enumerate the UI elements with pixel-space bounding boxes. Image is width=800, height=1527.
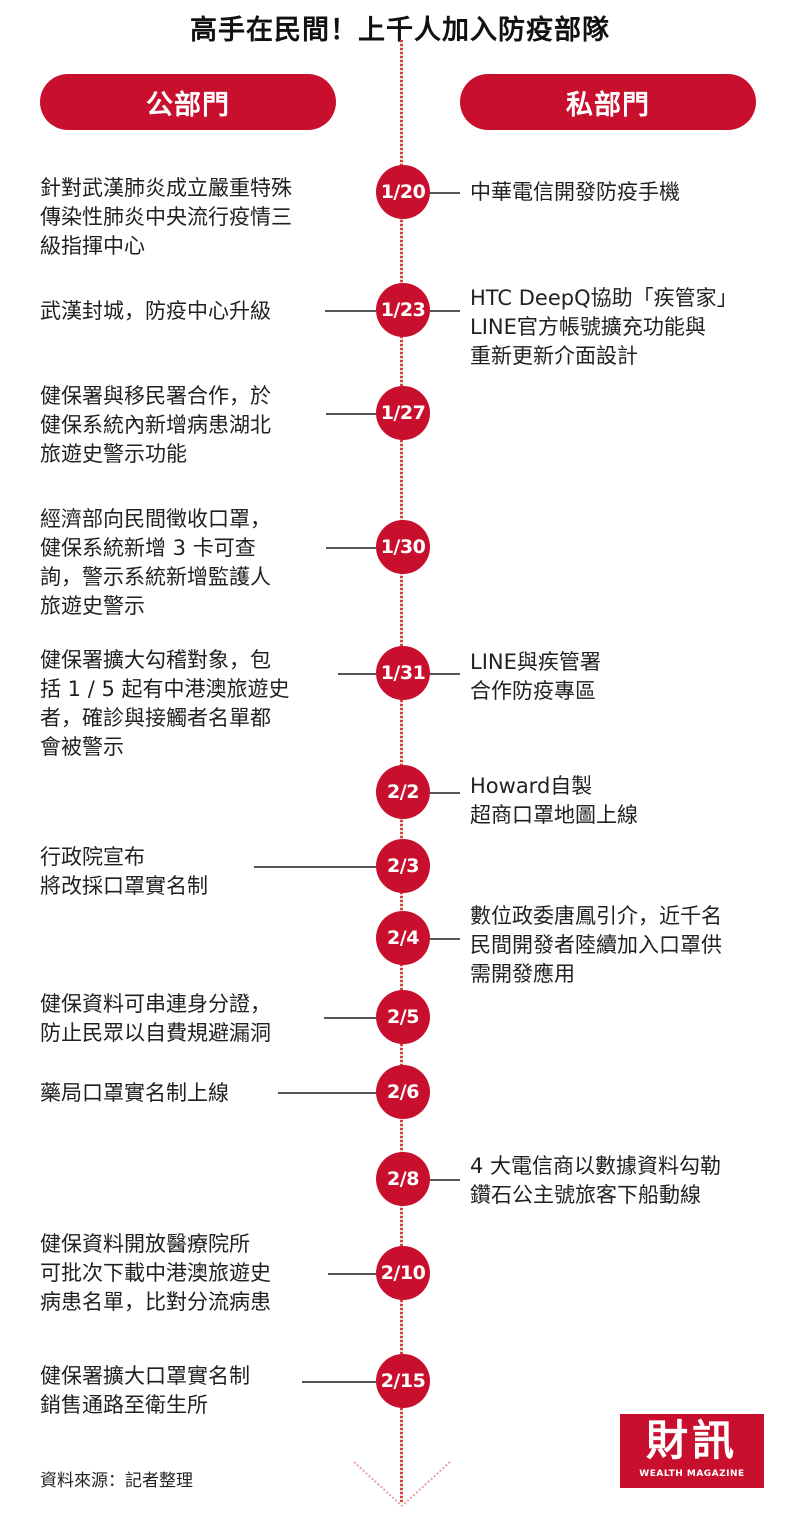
timeline-arrow-icon [353, 1461, 451, 1507]
date-node-2-6: 2/6 [376, 1065, 430, 1119]
logo-main-text: 財訊 [645, 1416, 738, 1465]
connector-left-1-31 [338, 673, 376, 675]
public-event-2-3: 行政院宣布 將改採口罩實名制 [40, 845, 208, 898]
connector-left-1-23 [325, 310, 376, 312]
private-event-1-31: LINE與疾管署 合作防疫專區 [470, 650, 601, 703]
date-node-2-3: 2/3 [376, 839, 430, 893]
public-event-1-20: 針對武漢肺炎成立嚴重特殊 傳染性肺炎中央流行疫情三 級指揮中心 [40, 176, 292, 258]
private-event-2-4: 數位政委唐鳳引介，近千名 民間開發者陸續加入口罩供 需開發應用 [470, 904, 722, 986]
public-event-1-31: 健保署擴大勾稽對象，包 括 1 / 5 起有中港澳旅遊史 者，確診與接觸者名單都… [40, 648, 290, 759]
public-event-2-6: 藥局口罩實名制上線 [40, 1081, 229, 1105]
connector-left-2-3 [254, 866, 376, 868]
public-event-1-27: 健保署與移民署合作，於 健保系統內新增病患湖北 旅遊史警示功能 [40, 384, 271, 466]
public-event-2-10: 健保資料開放醫療院所 可批次下載中港澳旅遊史 病患名單，比對分流病患 [40, 1232, 271, 1314]
private-event-1-20: 中華電信開發防疫手機 [470, 180, 680, 204]
date-node-1-27: 1/27 [376, 386, 430, 440]
date-node-2-2: 2/2 [376, 765, 430, 819]
connector-right-2-8 [430, 1179, 460, 1181]
connector-left-2-10 [328, 1273, 376, 1275]
connector-right-2-4 [430, 938, 460, 940]
connector-right-2-2 [430, 792, 460, 794]
header-private-sector: 私部門 [460, 74, 756, 130]
date-node-1-23: 1/23 [376, 283, 430, 337]
private-event-2-2: Howard自製 超商口罩地圖上線 [470, 774, 638, 827]
date-node-2-5: 2/5 [376, 990, 430, 1044]
date-node-1-20: 1/20 [376, 165, 430, 219]
connector-left-2-6 [278, 1092, 376, 1094]
header-public-sector: 公部門 [40, 74, 336, 130]
page-title: 高手在民間！上千人加入防疫部隊 [190, 15, 610, 46]
date-node-2-15: 2/15 [376, 1354, 430, 1408]
date-node-1-31: 1/31 [376, 646, 430, 700]
connector-right-1-20 [430, 192, 460, 194]
date-node-2-4: 2/4 [376, 911, 430, 965]
wealth-magazine-logo: 財訊 WEALTH MAGAZINE [620, 1414, 764, 1488]
public-event-1-23: 武漢封城，防疫中心升級 [40, 299, 271, 323]
connector-left-2-5 [324, 1017, 376, 1019]
logo-sub-text: WEALTH MAGAZINE [639, 1469, 745, 1479]
private-event-1-23: HTC DeepQ協助「疾管家」 LINE官方帳號擴充功能與 重新更新介面設計 [470, 286, 738, 368]
date-node-2-8: 2/8 [376, 1152, 430, 1206]
date-node-1-30: 1/30 [376, 520, 430, 574]
source-note: 資料來源：記者整理 [40, 1471, 193, 1491]
public-event-2-5: 健保資料可串連身分證， 防止民眾以自費規避漏洞 [40, 992, 271, 1045]
connector-left-1-30 [326, 547, 376, 549]
public-event-1-30: 經濟部向民間徵收口罩， 健保系統新增 3 卡可查 詢，警示系統新增監護人 旅遊史… [40, 507, 271, 618]
connector-left-2-15 [302, 1381, 376, 1383]
connector-right-1-31 [430, 673, 460, 675]
private-event-2-8: 4 大電信商以數據資料勾勒 鑽石公主號旅客下船動線 [470, 1154, 722, 1207]
connector-right-1-23 [430, 310, 460, 312]
connector-left-1-27 [326, 413, 376, 415]
date-node-2-10: 2/10 [376, 1246, 430, 1300]
public-event-2-15: 健保署擴大口罩實名制 銷售通路至衛生所 [40, 1364, 250, 1417]
